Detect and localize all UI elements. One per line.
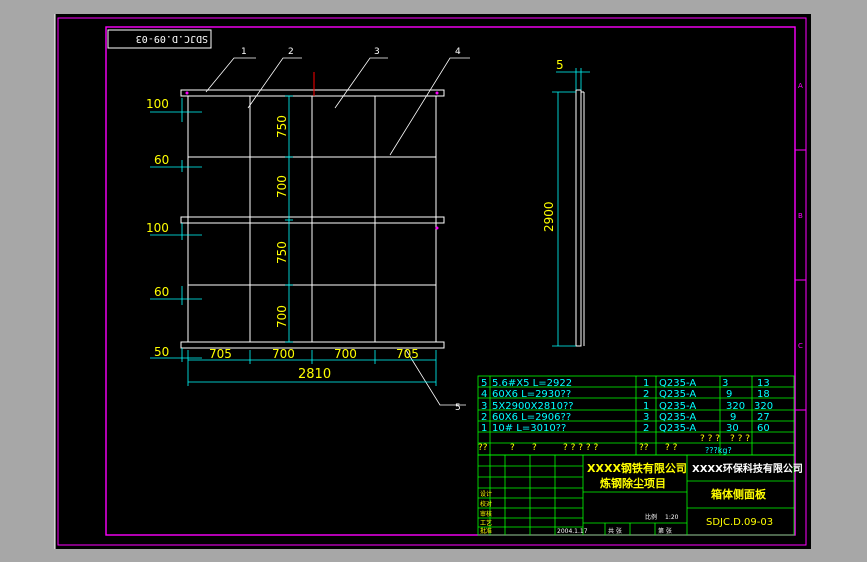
vertical-dimension-chain — [285, 95, 293, 343]
part-unit-weight: 30 — [726, 423, 739, 434]
part-no: 1 — [481, 423, 487, 434]
bottom-dimension-chain — [187, 350, 437, 386]
part-no: 5 — [481, 378, 487, 389]
header-cell: ? — [510, 443, 515, 453]
parts-list: 5 5.6#X5 L=2922 1 Q235-A 3 13 4 60X6 L=2… — [477, 375, 795, 456]
parts-total-weight: ???kg? — [705, 446, 732, 455]
scale-label: 比例 — [645, 513, 657, 521]
sheet-number: 第 张 — [658, 527, 672, 535]
bottom-dim-3: 700 — [334, 347, 357, 361]
part-material: Q235-A — [659, 423, 696, 434]
panel-frame — [180, 89, 445, 349]
company-left: XXXX钢铁有限公司 — [587, 461, 687, 475]
balloon-4: 4 — [455, 47, 461, 57]
outer-border — [57, 17, 807, 546]
balloon-1: 1 — [241, 47, 247, 57]
row-label: 设计 — [480, 490, 492, 498]
part-qty: 1 — [643, 401, 649, 412]
row-label: 批准 — [480, 527, 492, 535]
part-unit-weight: 9 — [730, 412, 736, 423]
title-row-labels: 设计 校对 审核 工艺 批准 — [480, 490, 492, 535]
zone-label-c: C — [798, 342, 803, 350]
zone-label-a: A — [798, 82, 803, 90]
front-view: 100 60 100 60 50 750 700 750 700 705 — [146, 72, 445, 386]
drawing-number: SDJC.D.09-03 — [706, 517, 773, 528]
vert-dim-1: 750 — [275, 115, 289, 138]
bottom-dim-1: 705 — [209, 347, 232, 361]
part-spec: 10# L=3010?? — [492, 423, 566, 434]
part-material: Q235-A — [659, 389, 696, 400]
side-thickness-dim: 5 — [556, 58, 564, 72]
zone-label-b: B — [798, 212, 803, 220]
row-label: 校对 — [480, 500, 492, 508]
parts-header-row: ?? ? ? ? ? ? ? ? ?? ? ? ? ? ? ? ? ? — [478, 434, 750, 453]
company-right: XXXX环保科技有限公司 — [692, 462, 803, 475]
part-no: 3 — [481, 401, 487, 412]
scale-value: 1:20 — [665, 514, 679, 521]
header-cell: ? ? ? — [730, 434, 750, 444]
side-view: 5 2900 — [542, 58, 590, 347]
part-spec: 60X6 L=2930?? — [492, 389, 571, 400]
part-spec: 5.6#X5 L=2922 — [492, 378, 572, 389]
row-label: 审核 — [480, 510, 492, 518]
part-no: 4 — [481, 389, 487, 400]
header-cell: ?? — [478, 443, 488, 453]
part-spec: 5X2900X2810?? — [492, 401, 574, 412]
part-qty: 3 — [643, 412, 649, 423]
zone-marks — [795, 149, 806, 411]
balloon-5: 5 — [455, 403, 461, 413]
drawing-canvas — [55, 14, 811, 549]
part-unit-weight: 3 — [722, 378, 728, 389]
part-qty: 1 — [643, 378, 649, 389]
parts-rows: 5 5.6#X5 L=2922 1 Q235-A 3 13 4 60X6 L=2… — [481, 378, 773, 434]
overall-width-dim: 2810 — [298, 367, 331, 382]
vert-dim-3: 750 — [275, 241, 289, 264]
part-total-weight: 27 — [757, 412, 770, 423]
header-cell: ? — [532, 443, 537, 453]
title-small-texts: 2004.1.17 共 张 第 张 比例 1:20 — [557, 513, 679, 535]
bottom-dim-4: 705 — [396, 347, 419, 361]
header-cell: ? ? — [665, 443, 678, 453]
project-name: 炼钢除尘项目 — [600, 476, 666, 490]
date-text: 2004.1.17 — [557, 528, 588, 535]
balloon-2: 2 — [288, 47, 294, 57]
header-cell: ?? — [639, 443, 649, 453]
inner-border — [105, 26, 796, 536]
part-qty: 2 — [643, 389, 649, 400]
part-total-weight: 18 — [757, 389, 770, 400]
left-dimension-leaders — [150, 98, 202, 362]
drawing-title: 箱体侧面板 — [711, 487, 767, 501]
left-dim-2: 60 — [154, 153, 169, 167]
vert-dim-4: 700 — [275, 305, 289, 328]
balloon-leaders — [205, 57, 470, 406]
part-unit-weight: 320 — [726, 401, 745, 412]
part-material: Q235-A — [659, 401, 696, 412]
part-total-weight: 13 — [757, 378, 770, 389]
bottom-dim-2: 700 — [272, 347, 295, 361]
part-material: Q235-A — [659, 412, 696, 423]
frame-dots — [185, 91, 439, 230]
vert-dim-2: 700 — [275, 175, 289, 198]
header-cell: ? ? ? ? ? — [563, 443, 599, 453]
title-block: XXXX钢铁有限公司 炼钢除尘项目 XXXX环保科技有限公司 箱体侧面板 SDJ… — [477, 454, 803, 536]
part-total-weight: 60 — [757, 423, 770, 434]
balloon-3: 3 — [374, 47, 380, 57]
left-dim-3: 100 — [146, 221, 169, 235]
left-dim-4: 60 — [154, 285, 169, 299]
part-spec: 60X6 L=2906?? — [492, 412, 571, 423]
rotated-drawing-number: SDJC.D.09-03 — [136, 33, 208, 44]
sheets-total: 共 张 — [608, 527, 622, 535]
part-qty: 2 — [643, 423, 649, 434]
part-no: 2 — [481, 412, 487, 423]
header-cell: ? ? ? — [700, 434, 720, 444]
part-total-weight: 320 — [754, 401, 773, 412]
part-unit-weight: 9 — [726, 389, 732, 400]
rotated-number-box — [107, 29, 212, 49]
part-material: Q235-A — [659, 378, 696, 389]
left-dim-5: 50 — [154, 345, 169, 359]
left-dim-1: 100 — [146, 97, 169, 111]
row-label: 工艺 — [480, 519, 492, 527]
side-height-dim: 2900 — [542, 201, 556, 232]
